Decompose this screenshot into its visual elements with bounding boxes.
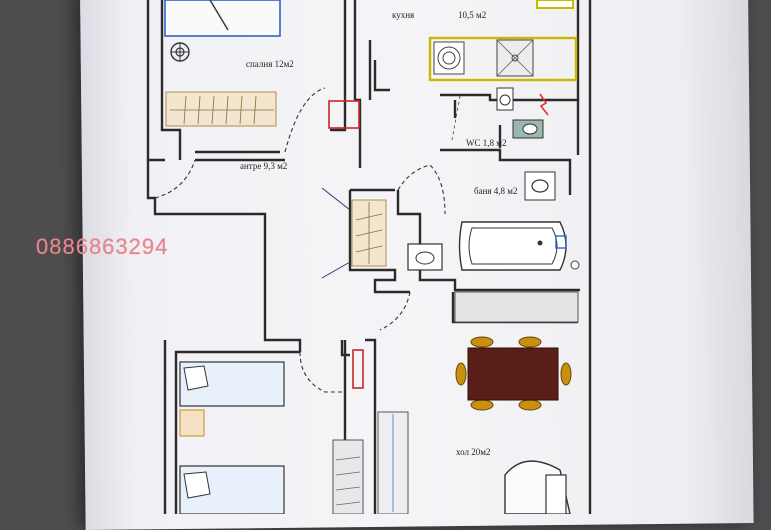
bathroom-label: баня 4,8 м2 [474,186,518,196]
phone-watermark: 0886863294 [36,234,169,259]
wc-label: WC 1,8 м2 [466,138,507,148]
bedroom-cabinet [328,100,360,129]
hallway-doors [154,159,446,393]
dining-set [455,336,572,411]
bedroom-door [284,87,326,153]
floor-plan-drawing [146,0,592,514]
second-bedroom-beds [179,361,409,514]
bedroom-wardrobe [165,91,277,127]
kitchen-label: кухня [392,10,415,20]
floor-plan-photo: кухня 10,5 м2 спалня 12м2 антре 9,3 м2 W… [36,0,754,530]
living-shelf [454,291,579,323]
bedroom-label: спалня 12м2 [246,59,294,69]
bedroom-bed [164,0,281,62]
living-cabinet [352,349,364,389]
kitchen-counter [428,0,578,82]
kitchen-area-label: 10,5 м2 [458,10,487,20]
wc-fixtures [451,87,549,141]
bathroom-fixtures [407,171,580,271]
hallway-label: антре 9,3 м2 [240,161,288,171]
hallway-wardrobe [321,187,387,279]
living-sofa [504,460,571,514]
living-room-label: хол 20м2 [456,447,491,457]
